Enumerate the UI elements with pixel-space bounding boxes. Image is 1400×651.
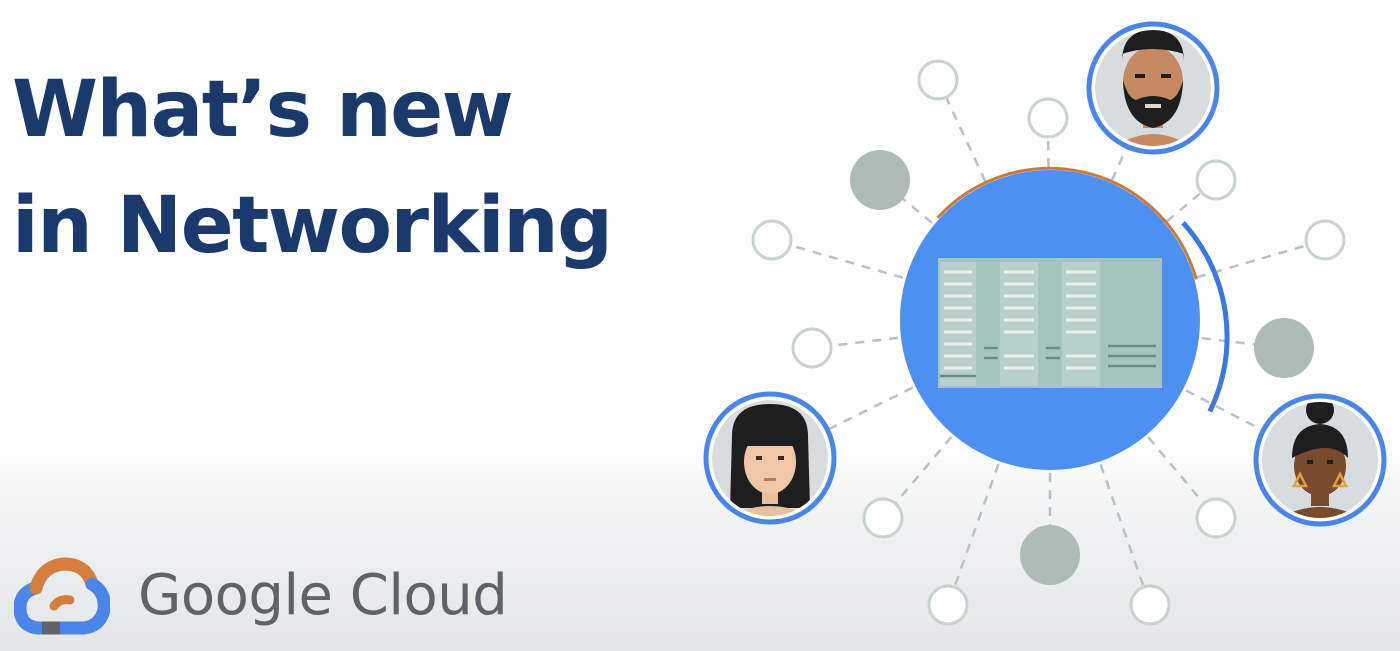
server-rack-icon	[938, 258, 1162, 388]
person-woman-bun-icon	[1262, 402, 1378, 518]
blue-arc	[1181, 221, 1230, 413]
node	[1129, 584, 1171, 626]
filled-nodes	[850, 150, 1314, 585]
person-bearded-man-icon	[1095, 30, 1211, 146]
headline-line-1: What’s new	[12, 65, 514, 155]
node	[791, 327, 833, 369]
avatar-man	[1086, 21, 1220, 155]
avatar-woman-right	[1253, 393, 1387, 527]
node	[1027, 97, 1069, 139]
node	[917, 59, 959, 101]
node	[927, 584, 969, 626]
brand-name: Google Cloud	[138, 562, 508, 628]
node	[1195, 159, 1237, 201]
google-cloud-logo-icon	[14, 557, 110, 635]
node	[1304, 219, 1346, 261]
google-cloud-brand: Google Cloud	[14, 540, 508, 650]
node	[751, 219, 793, 261]
node	[862, 497, 904, 539]
headline: What’s new in Networking	[12, 52, 613, 284]
avatar-woman-left	[703, 391, 837, 525]
person-woman-bangs-icon	[712, 400, 828, 516]
outline-nodes	[751, 59, 1346, 626]
node-filled	[850, 150, 910, 210]
node-filled	[1020, 525, 1080, 585]
node	[1195, 497, 1237, 539]
node-filled	[1254, 318, 1314, 378]
orange-arc	[936, 166, 1198, 280]
headline-line-2: in Networking	[12, 181, 613, 271]
